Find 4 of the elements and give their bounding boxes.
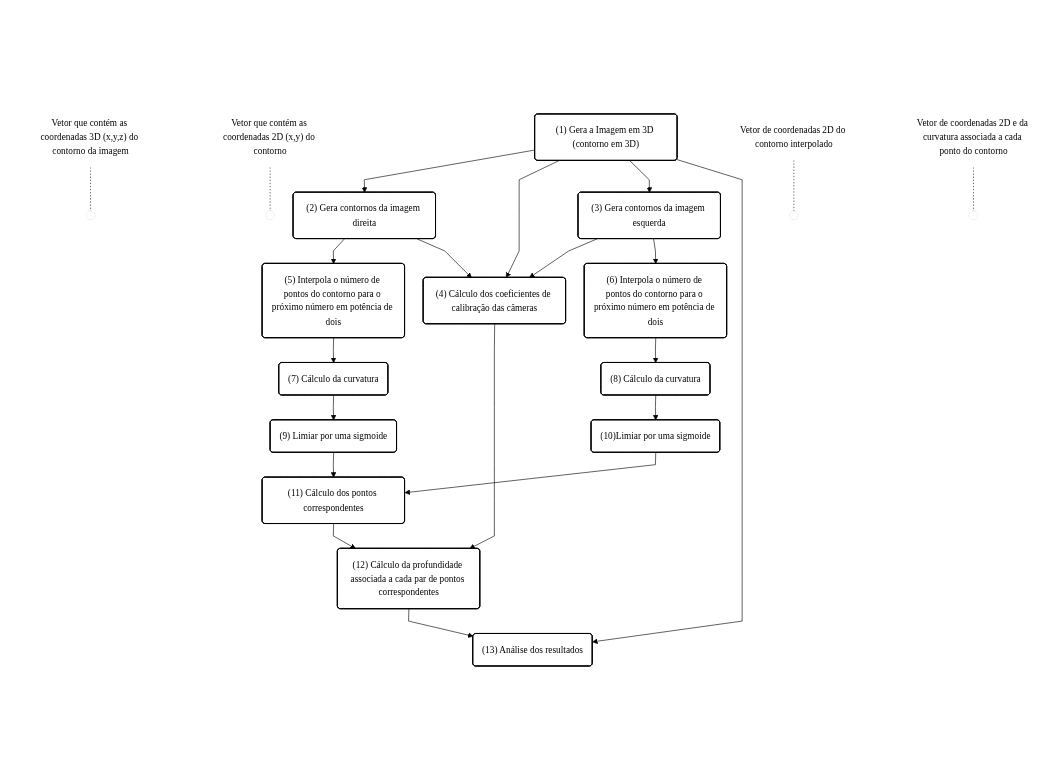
node-text: Vetor de coordenadas 2D e da curvatura associada a cada ponto do contorno bbox=[916, 118, 1028, 156]
node-text: Vetor de coordenadas 2D do contorno interpolado bbox=[740, 125, 846, 149]
node-text: Vetor que contém as coordenadas 2D (x,y) do contorno bbox=[223, 118, 315, 156]
node-text: Vetor que contém as coordenadas 3D (x,y,z) do contorno da imagem bbox=[40, 118, 139, 156]
